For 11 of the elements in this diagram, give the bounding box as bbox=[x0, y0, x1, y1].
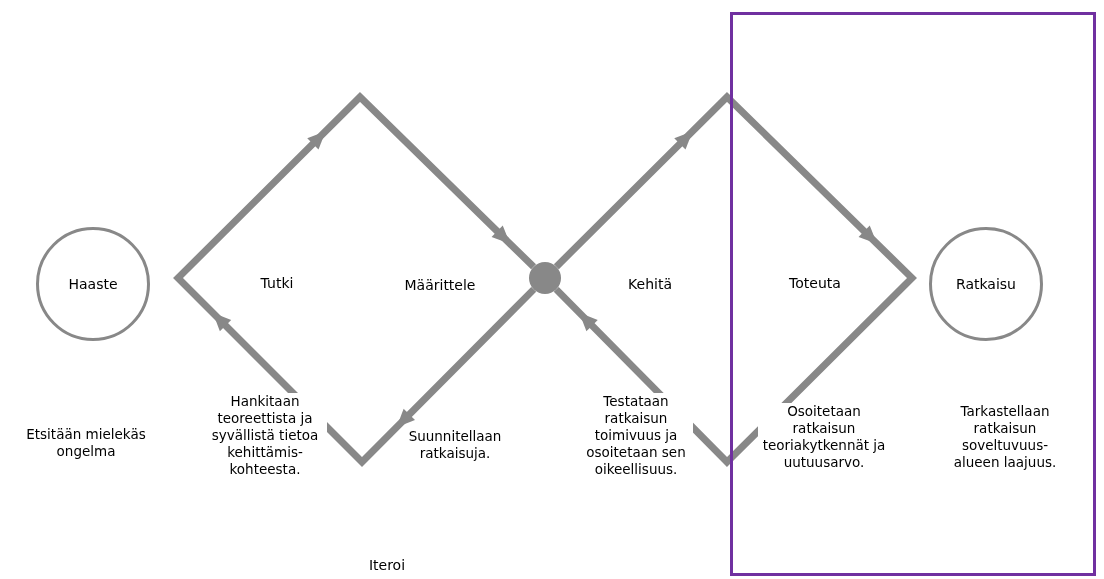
phase-label: Kehitä bbox=[628, 276, 672, 293]
node-label: Ratkaisu bbox=[956, 276, 1016, 292]
solution-circle bbox=[929, 227, 1043, 341]
phase-label: Tutki bbox=[260, 275, 294, 292]
challenge-circle bbox=[36, 227, 150, 341]
phase-label: Määrittele bbox=[404, 277, 476, 294]
loop-arrow bbox=[173, 92, 537, 467]
node-label: Haaste bbox=[68, 276, 118, 292]
phase-label: Iteroi bbox=[368, 557, 406, 574]
phase-label: Toteuta bbox=[789, 275, 841, 292]
loop-arrow bbox=[553, 92, 917, 467]
